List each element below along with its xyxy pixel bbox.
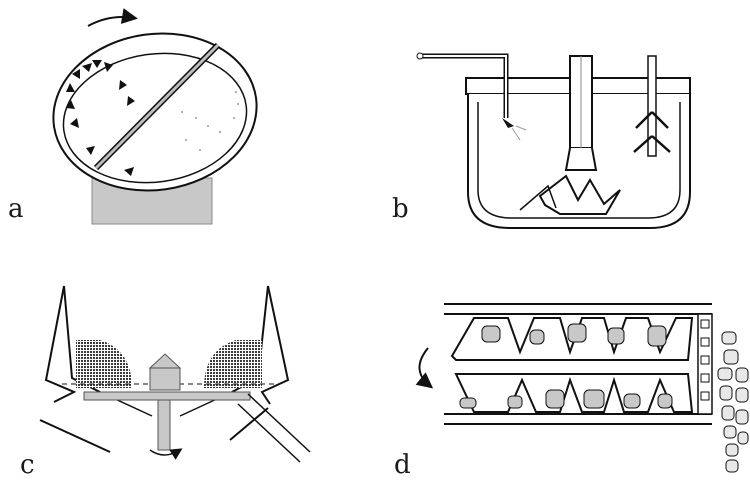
- panel-label-d: d: [394, 450, 411, 480]
- rotation-arrow: [87, 8, 138, 27]
- secondary-shaft: [647, 55, 657, 157]
- panel-label-a: a: [8, 194, 24, 224]
- agitator-blades: [538, 174, 621, 215]
- material-left: [76, 340, 132, 388]
- material-right: [204, 340, 262, 388]
- screw-pellets: [459, 323, 673, 409]
- rotor-shaft: [157, 399, 171, 451]
- flow-arrows: [66, 60, 135, 176]
- vessel-right-wall: [260, 285, 290, 405]
- pan-inner-rim: [62, 52, 248, 184]
- rotor-hub: [148, 353, 182, 369]
- panel-c-rotor-mixer: [39, 285, 311, 463]
- flow-dots: [181, 91, 239, 151]
- panel-d-screw-mixer: [415, 303, 749, 473]
- screw-flights-bottom: [454, 373, 694, 413]
- extruded-pellets: [717, 331, 749, 473]
- discharge-pipe: [237, 393, 311, 463]
- panel-label-b: b: [392, 194, 409, 224]
- bowl-inner: [477, 102, 681, 219]
- panel-a-pan-mixer: [52, 8, 258, 225]
- panel-label-c: c: [20, 450, 35, 480]
- screw-rotation-arrow: [415, 347, 434, 389]
- panel-b-bowl-mixer: [416, 52, 691, 229]
- rotor-plate: [83, 391, 251, 401]
- vessel-left-wall: [44, 285, 77, 403]
